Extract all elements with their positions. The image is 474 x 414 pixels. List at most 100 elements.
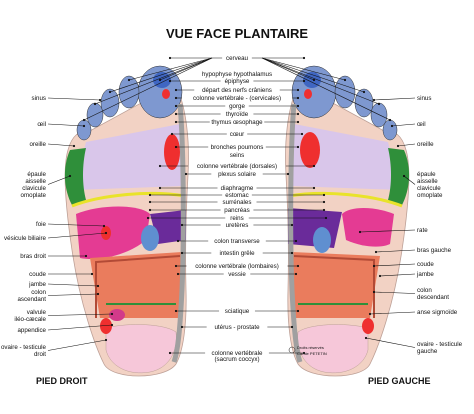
right-heel-zone xyxy=(105,324,177,374)
left-leader-2 xyxy=(47,143,75,147)
center-dot-right-19 xyxy=(176,239,180,243)
center-label-3: départ des nerfs crâniens xyxy=(202,87,272,94)
right-leader-4 xyxy=(359,229,416,233)
left-label-10-0: valvule xyxy=(27,309,47,316)
right-dot-8 xyxy=(372,290,376,294)
center-label-22: vessie xyxy=(228,271,246,278)
center-dot-right-20 xyxy=(180,251,184,255)
left-label-10-1: iléo-cæcale xyxy=(14,316,46,323)
center-dot-right-6 xyxy=(174,112,178,116)
brain-fan-dot-left-0 xyxy=(312,78,316,82)
right-label-10-0: ovaire - testicule xyxy=(417,341,463,348)
left-leader-1 xyxy=(47,123,85,127)
leader-lines xyxy=(47,56,416,355)
right-leader-2 xyxy=(397,143,416,147)
right-label-1-0: œil xyxy=(417,121,426,128)
left-label-1-0: œil xyxy=(37,121,46,128)
center-label-9: bronches poumons xyxy=(211,144,264,151)
center-dot-left-5 xyxy=(296,104,300,108)
left-dot-10 xyxy=(110,312,114,316)
center-dot-left-15 xyxy=(322,200,326,204)
left-dot-4 xyxy=(102,224,106,228)
right-label-2-0: oreille xyxy=(417,141,434,148)
right-diaphragm-line xyxy=(71,191,186,208)
center-dot-left-23 xyxy=(296,309,300,313)
right-shoulder-zone xyxy=(64,148,86,205)
left-label-3-1: aisselle xyxy=(25,178,46,185)
left-label-3-3: omoplate xyxy=(21,192,47,199)
right-label-6-0: coude xyxy=(417,261,434,268)
center-dot-left-9 xyxy=(296,145,300,149)
left-heel-zone xyxy=(297,324,369,374)
center-dot-left-7 xyxy=(296,120,300,124)
left-toe-5 xyxy=(382,119,398,141)
right-label-3-0: épaule xyxy=(417,171,436,178)
right-dot-1 xyxy=(390,124,394,128)
right-dot-2 xyxy=(396,144,400,148)
brain-fan-dot-right-2 xyxy=(108,90,112,94)
right-leader-5 xyxy=(375,249,416,253)
right-foot-illustration xyxy=(64,65,189,377)
right-dot-6 xyxy=(372,264,376,268)
center-label-12: plexus solaire xyxy=(218,171,256,178)
left-leader-4 xyxy=(47,223,105,227)
center-label-14: estomac xyxy=(225,192,248,199)
left-foot-caption: PIED GAUCHE xyxy=(368,376,431,386)
center-dot-right-11 xyxy=(158,164,162,168)
center-label-6: thyroïde xyxy=(226,111,249,118)
right-label-4-0: rate xyxy=(417,227,428,234)
center-dot-left-21 xyxy=(296,264,300,268)
center-dot-left-0 xyxy=(302,56,306,60)
left-leader-10 xyxy=(47,313,113,316)
brain-fan-dot-left-3 xyxy=(377,102,381,106)
center-dot-left-6 xyxy=(296,112,300,116)
right-leader-7 xyxy=(379,273,416,277)
left-label-5-0: vésicule biliaire xyxy=(4,235,47,242)
center-dot-right-4 xyxy=(174,96,178,100)
left-label-6-0: bras droit xyxy=(20,253,46,260)
center-label-10: seins xyxy=(230,152,244,159)
brain-fan-dot-left-2 xyxy=(362,90,366,94)
left-label-9-0: colon xyxy=(31,289,46,296)
center-label-13: diaphragme xyxy=(221,185,254,192)
right-kidney-zone xyxy=(141,225,159,251)
left-spine-reflex xyxy=(288,103,303,363)
left-label-7-0: coude xyxy=(29,271,46,278)
center-dot-left-11 xyxy=(312,164,316,168)
right-label-9-0: anse sigmoïde xyxy=(417,309,458,316)
right-label-3-1: aisselle xyxy=(417,178,438,185)
center-dot-right-14 xyxy=(148,193,152,197)
center-dot-right-16 xyxy=(148,208,152,212)
left-shoulder-zone xyxy=(388,148,410,205)
right-leader-0 xyxy=(373,97,416,101)
credit-line-2: Carole PETETIN xyxy=(297,351,327,356)
left-dot-7 xyxy=(90,272,94,276)
right-toe-5 xyxy=(76,119,92,141)
right-label-10-1: gauche xyxy=(417,348,438,355)
left-leader-8 xyxy=(47,283,99,287)
brain-fan-right-4 xyxy=(83,57,213,121)
right-colon-zone xyxy=(95,255,181,318)
brain-fan-dot-right-1 xyxy=(127,78,131,82)
center-dot-left-2 xyxy=(302,79,306,83)
center-label-26: (sacrum coccyx) xyxy=(214,356,259,363)
brain-fan-left-4 xyxy=(261,57,391,121)
center-label-0: cerveau xyxy=(226,55,249,62)
center-label-11: colonne vertébrale (dorsales) xyxy=(197,163,277,170)
center-label-20: intestin grêle xyxy=(219,250,255,257)
left-label-8-0: jambe xyxy=(28,281,46,288)
left-foot-illustration xyxy=(285,65,410,377)
left-label-0-0: sinus xyxy=(32,95,46,102)
center-label-21: colonne vertébrale (lombaires) xyxy=(195,263,279,270)
center-dot-left-16 xyxy=(322,208,326,212)
brain-fan-dot-right-0 xyxy=(158,78,162,82)
left-heart-zone xyxy=(300,132,320,168)
right-dot-0 xyxy=(372,98,376,102)
center-dot-right-24 xyxy=(180,325,184,329)
center-label-16: pancréas xyxy=(224,207,249,214)
right-label-3-3: omoplate xyxy=(417,192,443,199)
left-dot-8 xyxy=(96,284,100,288)
left-dot-1 xyxy=(82,124,86,128)
center-dot-left-19 xyxy=(294,239,298,243)
